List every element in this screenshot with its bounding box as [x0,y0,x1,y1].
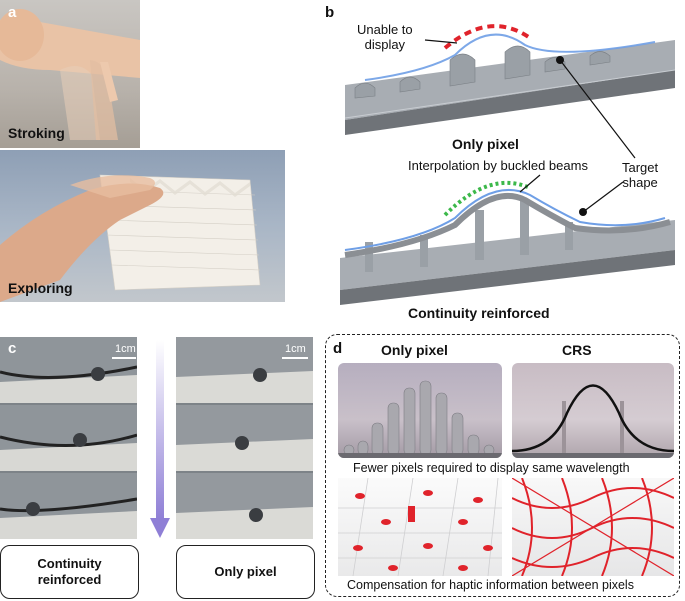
stroking-photo [0,0,140,148]
only-pixel-title: Only pixel [452,136,519,152]
crs-render [512,363,674,458]
continuity-reinforced-title: Continuity reinforced [408,305,550,321]
compensation-caption: Compensation for haptic information betw… [347,578,634,592]
only-pixel-box: Only pixel [176,545,315,599]
target-line-1: Target [622,160,659,175]
crs-curve [512,384,674,458]
panel-letter-a: a [8,4,17,21]
time-arrow-icon [150,340,170,538]
hex-pixel-grid-render [338,478,502,576]
target-line-2: shape [622,175,658,190]
only-pixel-render [338,363,502,458]
unable-line-2: display [364,37,406,52]
unable-to-display-label: Unable to display [357,22,413,52]
continuity-reinforced-box: Continuity reinforced [0,545,139,599]
hex-grid-pixels [338,478,502,576]
crs-beam-network [512,478,674,576]
panel-b-diagram [340,24,676,305]
crs-video-frames [0,337,137,539]
crs-frames-illustration [0,337,137,539]
scale-bar-right [282,357,308,359]
crs-column-title: CRS [562,342,592,358]
crs-beam-network-render [512,478,674,576]
exploring-label: Exploring [8,280,73,296]
only-pixel-column-title: Only pixel [381,342,448,358]
panel-d-frame [325,334,680,597]
panel-letter-b: b [325,4,335,21]
only-pixel-columns [338,380,502,458]
scale-bar-left [112,357,136,359]
fewer-pixels-caption: Fewer pixels required to display same wa… [353,461,630,475]
interpolation-label: Interpolation by buckled beams [408,158,588,173]
exploring-photo [0,150,285,302]
pixel-frames-illustration [176,337,313,539]
only-pixel-video-frames [176,337,313,539]
unable-line-1: Unable to [357,22,413,37]
stroking-label: Stroking [8,125,65,141]
panel-letter-d: d [333,340,343,357]
cr-box-line-1: Continuity [37,556,102,571]
panel-letter-c: c [8,340,17,357]
target-shape-label: Target shape [622,160,658,190]
cr-box-line-2: reinforced [37,572,102,587]
exploring-illustration [0,174,261,302]
scale-label-right: 1cm [285,343,306,355]
scale-label-left: 1cm [115,343,136,355]
stroking-illustration [0,9,140,140]
